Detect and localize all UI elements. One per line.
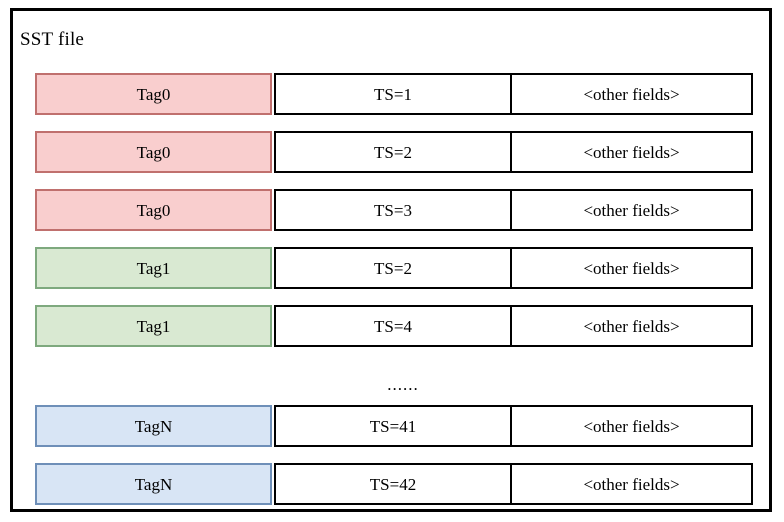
record-tag-cell: Tag0: [35, 189, 272, 231]
record-tag-cell: Tag0: [35, 131, 272, 173]
record-tag-cell: Tag1: [35, 305, 272, 347]
record-tag-cell: Tag0: [35, 73, 272, 115]
record-tag-cell: TagN: [35, 463, 272, 505]
record-timestamp-cell: TS=2: [274, 131, 512, 173]
ellipsis-icon: ......: [387, 374, 419, 394]
record-other-fields-cell: <other fields>: [510, 463, 753, 505]
record-other-fields-cell: <other fields>: [510, 131, 753, 173]
record-timestamp-cell: TS=42: [274, 463, 512, 505]
record-tag-cell: TagN: [35, 405, 272, 447]
record-other-fields-cell: <other fields>: [510, 405, 753, 447]
record-timestamp-cell: TS=2: [274, 247, 512, 289]
record-timestamp-cell: TS=1: [274, 73, 512, 115]
record-tag-cell: Tag1: [35, 247, 272, 289]
record-timestamp-cell: TS=3: [274, 189, 512, 231]
sst-file-label: SST file: [20, 29, 85, 50]
record-other-fields-cell: <other fields>: [510, 305, 753, 347]
record-other-fields-cell: <other fields>: [510, 73, 753, 115]
record-timestamp-cell: TS=41: [274, 405, 512, 447]
record-other-fields-cell: <other fields>: [510, 189, 753, 231]
records-truncation-separator: ......: [35, 363, 755, 405]
record-other-fields-cell: <other fields>: [510, 247, 753, 289]
record-timestamp-cell: TS=4: [274, 305, 512, 347]
